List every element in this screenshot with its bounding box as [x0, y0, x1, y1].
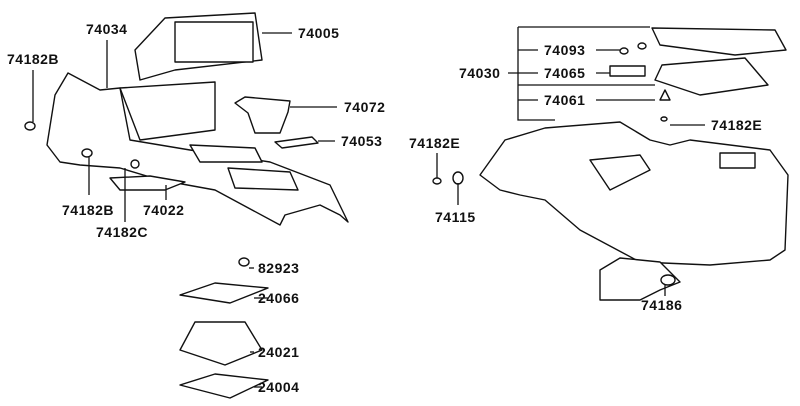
boots-shape [179, 282, 269, 399]
front-console-shape [46, 72, 349, 226]
label-74093: 74093 [544, 42, 586, 58]
small-parts-shape [432, 42, 681, 301]
leader-lines [32, 26, 705, 388]
label-24066: 24066 [258, 290, 300, 306]
label-74182b-top: 74182B [7, 51, 60, 67]
label-74061: 74061 [544, 92, 586, 108]
box-74005-shape [134, 12, 263, 81]
rear-console-shape [479, 121, 789, 266]
screws-shape [24, 121, 250, 267]
label-74005: 74005 [298, 25, 340, 41]
label-24004: 24004 [258, 379, 300, 395]
label-82923: 82923 [258, 260, 300, 276]
label-74182e-left: 74182E [409, 135, 461, 151]
label-74182b-bottom: 74182B [62, 202, 115, 218]
label-74186: 74186 [641, 297, 683, 313]
label-74072: 74072 [344, 99, 386, 115]
label-24021: 24021 [258, 344, 300, 360]
label-74053: 74053 [341, 133, 383, 149]
plate-74053-shape [274, 136, 319, 149]
tray-74072-shape [234, 96, 291, 134]
label-74065: 74065 [544, 65, 586, 81]
label-74022: 74022 [143, 202, 185, 218]
label-74182c: 74182C [96, 224, 149, 240]
lid-74030-shape [651, 27, 787, 96]
label-74034: 74034 [86, 21, 128, 37]
label-74030: 74030 [459, 65, 501, 81]
label-74115: 74115 [435, 209, 476, 225]
label-74182e-right: 74182E [711, 117, 763, 133]
